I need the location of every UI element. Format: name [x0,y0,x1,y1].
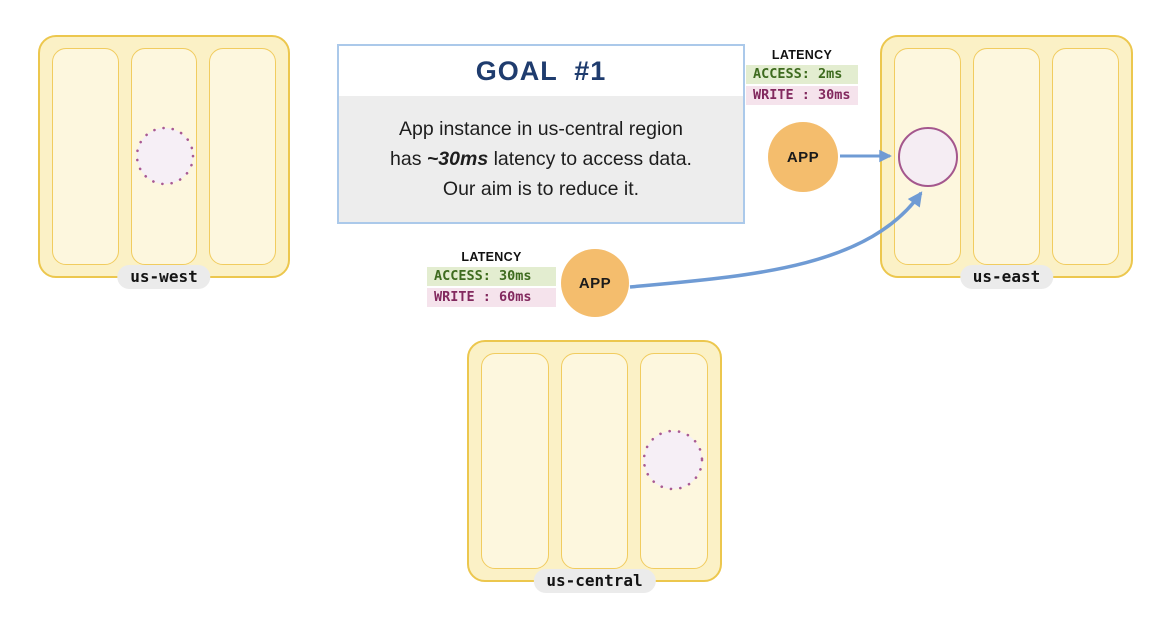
data-node-icon-us-east [898,127,958,187]
latency-title: LATENCY [771,48,833,62]
availability-zone [481,353,549,569]
app-instance-us-east: APP [768,122,838,192]
goal-text-line1: App instance in us-central region [399,114,683,144]
region-label-us-central: us-central [533,569,656,593]
region-us-central: us-central [467,340,722,593]
latency-emphasis: ~30ms [426,148,489,170]
goal-text: has [390,148,427,170]
goal-text: latency to access data. [488,148,692,170]
write-latency-value: WRITE : 60ms [427,288,556,307]
write-latency-value: WRITE : 30ms [746,86,858,105]
app-label: APP [786,148,820,166]
availability-zone [52,48,119,265]
region-label-us-west: us-west [117,265,211,289]
goal-text-line2: has ~30ms latency to access data. [390,144,692,174]
app-label: APP [578,274,612,292]
goal-callout: GOAL #1 App instance in us-central regio… [337,44,745,224]
goal-text-line3: Our aim is to reduce it. [443,174,639,204]
availability-zone [209,48,277,265]
region-label-us-east: us-east [959,265,1054,289]
availability-zone [640,353,709,569]
latency-badge-us-east-app: LATENCY ACCESS: 2ms WRITE : 30ms [746,48,858,107]
goal-title: GOAL #1 [475,55,607,86]
availability-zone [973,48,1040,265]
goal-text: App instance in us-central region [399,118,683,140]
availability-zone [1052,48,1119,265]
goal-body: App instance in us-central region has ~3… [339,96,743,222]
app-instance-us-central: APP [561,249,629,317]
goal-text: Our aim is to reduce it. [442,178,640,200]
access-latency-value: ACCESS: 30ms [427,267,556,286]
latency-badge-us-central-app: LATENCY ACCESS: 30ms WRITE : 60ms [427,250,556,309]
region-us-west: us-west [38,35,290,289]
latency-title: LATENCY [461,250,522,264]
availability-zone [130,48,198,265]
goal-header: GOAL #1 [339,46,743,96]
availability-zone [560,353,629,569]
access-latency-value: ACCESS: 2ms [746,65,858,84]
